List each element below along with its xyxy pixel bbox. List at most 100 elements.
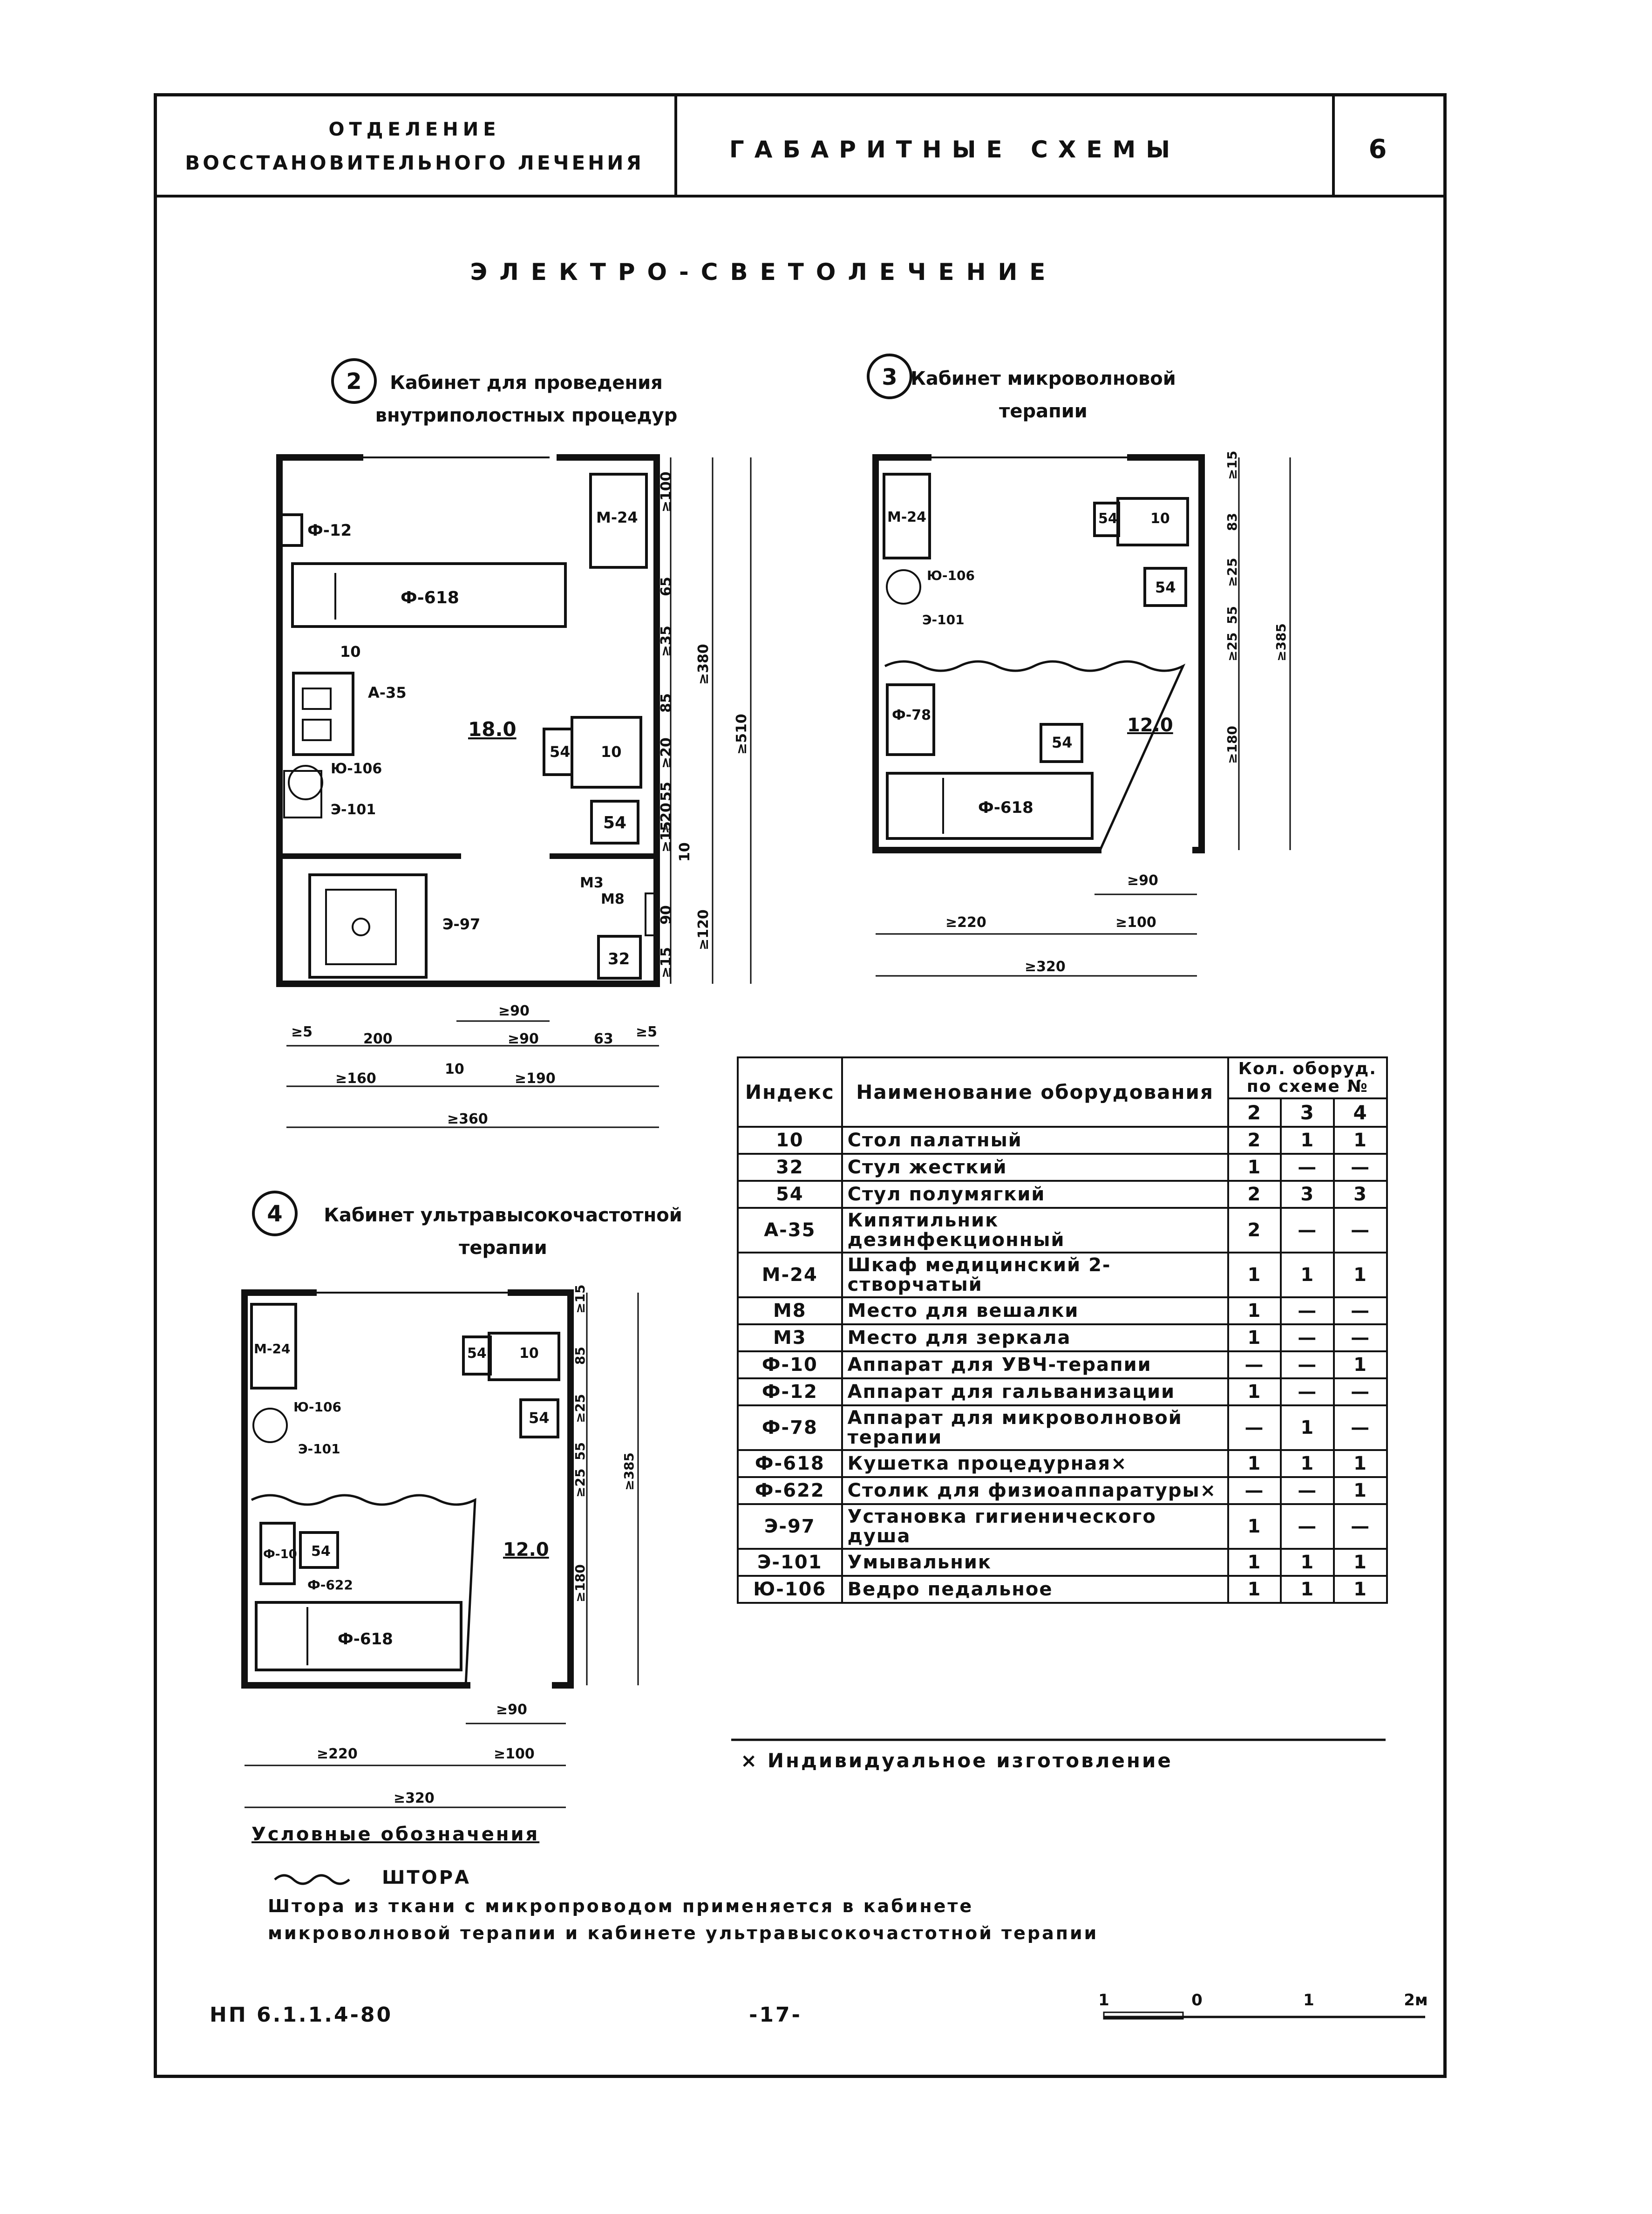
- header-divider-2: [1332, 93, 1335, 197]
- table-cell-c3: —: [1280, 1323, 1335, 1352]
- table-cell-index: Ф-12: [737, 1377, 843, 1406]
- plan2-label-desk: 10: [601, 743, 622, 761]
- scheme-2-header: 2: [1227, 1097, 1282, 1128]
- table-cell-c4: 3: [1333, 1179, 1388, 1209]
- table-cell-name: Стул жесткий: [841, 1152, 1229, 1182]
- table-cell-c4: 1: [1333, 1125, 1388, 1155]
- plan3-dim-v1: 83: [1224, 513, 1240, 531]
- page-number: -17-: [749, 2003, 802, 2027]
- plan4-dim-v5: ≥180: [572, 1564, 588, 1602]
- department-line-2: ВОССТАНОВИТЕЛЬНОГО ЛЕЧЕНИЯ: [185, 151, 644, 174]
- doc-code: НП 6.1.1.4-80: [210, 2003, 393, 2027]
- plan2-label-32: 32: [608, 950, 630, 968]
- plan2-dim-total-2: ≥510: [734, 714, 750, 755]
- plan3-m24: [883, 473, 931, 559]
- scheme-3-header: 3: [1280, 1097, 1335, 1128]
- plan4-title-1: Кабинет ультравысокочастотной: [324, 1205, 682, 1226]
- legend-note-1: Штора из ткани с микропроводом применяет…: [268, 1896, 974, 1916]
- table-subheader-row: 2 3 4: [738, 1097, 1388, 1128]
- plan2-m24: [589, 473, 648, 569]
- plan2-label-e97: Э-97: [442, 915, 480, 933]
- plan4-label-desk: 10: [519, 1345, 539, 1362]
- legend-title: Условные обозначения: [252, 1824, 540, 1845]
- plan3-dim-v5: ≥180: [1224, 726, 1240, 764]
- table-cell-c2: 2: [1227, 1179, 1282, 1209]
- plan2-dim-h3: ≥90: [508, 1031, 539, 1047]
- table-cell-c2: 1: [1227, 1251, 1282, 1298]
- plan3-label-chair: 54: [1155, 579, 1176, 596]
- table-cell-c2: 1: [1227, 1449, 1282, 1478]
- plan2-dim-v8: 10: [677, 842, 693, 862]
- table-cell-c2: 1: [1227, 1377, 1282, 1406]
- table-cell-c2: 1: [1227, 1152, 1282, 1182]
- table-cell-name: Стул полумягкий: [841, 1179, 1229, 1209]
- table-cell-index: Э-101: [737, 1547, 843, 1577]
- plan2-label-yu106: Ю-106: [331, 761, 382, 777]
- plan3-number-circle: [867, 354, 912, 399]
- plan2-dim-v10: ≥15: [658, 947, 674, 978]
- plan2-wall-right: [550, 454, 660, 987]
- plan4-dim-v0: ≥15: [572, 1285, 588, 1314]
- scale-label-2: 1: [1303, 1991, 1314, 2010]
- plan3-title-1: Кабинет микроволновой: [911, 368, 1176, 389]
- plan3-title-2: терапии: [999, 401, 1088, 422]
- scheme-4-header: 4: [1333, 1097, 1388, 1128]
- plan2-title-1: Кабинет для проведения: [390, 372, 663, 394]
- plan4-sink: [252, 1408, 288, 1443]
- col-name-header: Наименование оборудования: [841, 1056, 1229, 1128]
- table-cell-c3: —: [1280, 1377, 1335, 1406]
- plan4-label-f10: Ф-10: [263, 1547, 297, 1561]
- scale-label-1: 0: [1191, 1991, 1203, 2010]
- table-cell-c2: —: [1227, 1476, 1282, 1505]
- table-cell-index: Ф-78: [737, 1404, 843, 1451]
- header-bottom-rule: [154, 195, 1447, 198]
- table-cell-index: Э-97: [737, 1503, 843, 1550]
- header-divider-1: [674, 93, 677, 197]
- table-cell-c4: —: [1333, 1377, 1388, 1406]
- plan2-dim-total-0: ≥380: [695, 644, 712, 685]
- table-cell-index: М8: [737, 1296, 843, 1325]
- plan2-label-f618: Ф-618: [401, 588, 459, 607]
- plan2-dim-total-1: ≥120: [695, 909, 712, 950]
- plan3-f618: [886, 772, 1094, 840]
- col-index-header: Индекс: [737, 1056, 843, 1128]
- plan4-dim-h2: ≥100: [494, 1746, 535, 1762]
- sheet-frame: [154, 93, 1447, 2078]
- plan2-dim-h4: 63: [594, 1031, 613, 1047]
- plan4-dim-h0: ≥90: [496, 1702, 527, 1718]
- table-cell-c4: 1: [1333, 1449, 1388, 1478]
- legend-curtain-symbol: [274, 1874, 350, 1885]
- table-cell-c3: 1: [1280, 1547, 1335, 1577]
- plan4-label-f622: Ф-622: [307, 1577, 353, 1593]
- table-cell-c3: 1: [1280, 1404, 1335, 1451]
- plan4-label-chair-desk: 54: [467, 1345, 487, 1362]
- table-cell-c4: 1: [1333, 1350, 1388, 1379]
- table-cell-index: Ф-10: [737, 1350, 843, 1379]
- legend-note-2: микроволновой терапии и кабинете ультрав…: [268, 1923, 1099, 1943]
- table-cell-c4: —: [1333, 1404, 1388, 1451]
- plan4-m24: [250, 1303, 297, 1390]
- table-cell-c2: 2: [1227, 1206, 1282, 1253]
- plan2-dim-h0: ≥5: [291, 1024, 313, 1040]
- plan2-dim-v1: 65: [658, 577, 674, 596]
- table-cell-c2: 1: [1227, 1323, 1282, 1352]
- table-cell-c2: —: [1227, 1350, 1282, 1379]
- table-cell-index: 10: [737, 1125, 843, 1155]
- plan4-area: 12.0: [503, 1539, 549, 1560]
- table-cell-c3: —: [1280, 1503, 1335, 1550]
- plan3-label-e101: Э-101: [922, 612, 965, 627]
- plan4-label-m24: М-24: [254, 1341, 290, 1356]
- table-cell-c3: —: [1280, 1476, 1335, 1505]
- plan4-chair: [519, 1398, 559, 1438]
- plan3-dim-h2: ≥100: [1115, 914, 1156, 931]
- table-cell-c4: 1: [1333, 1476, 1388, 1505]
- table-cell-c4: 1: [1333, 1574, 1388, 1604]
- plan2-dim-h7: 10: [445, 1061, 464, 1077]
